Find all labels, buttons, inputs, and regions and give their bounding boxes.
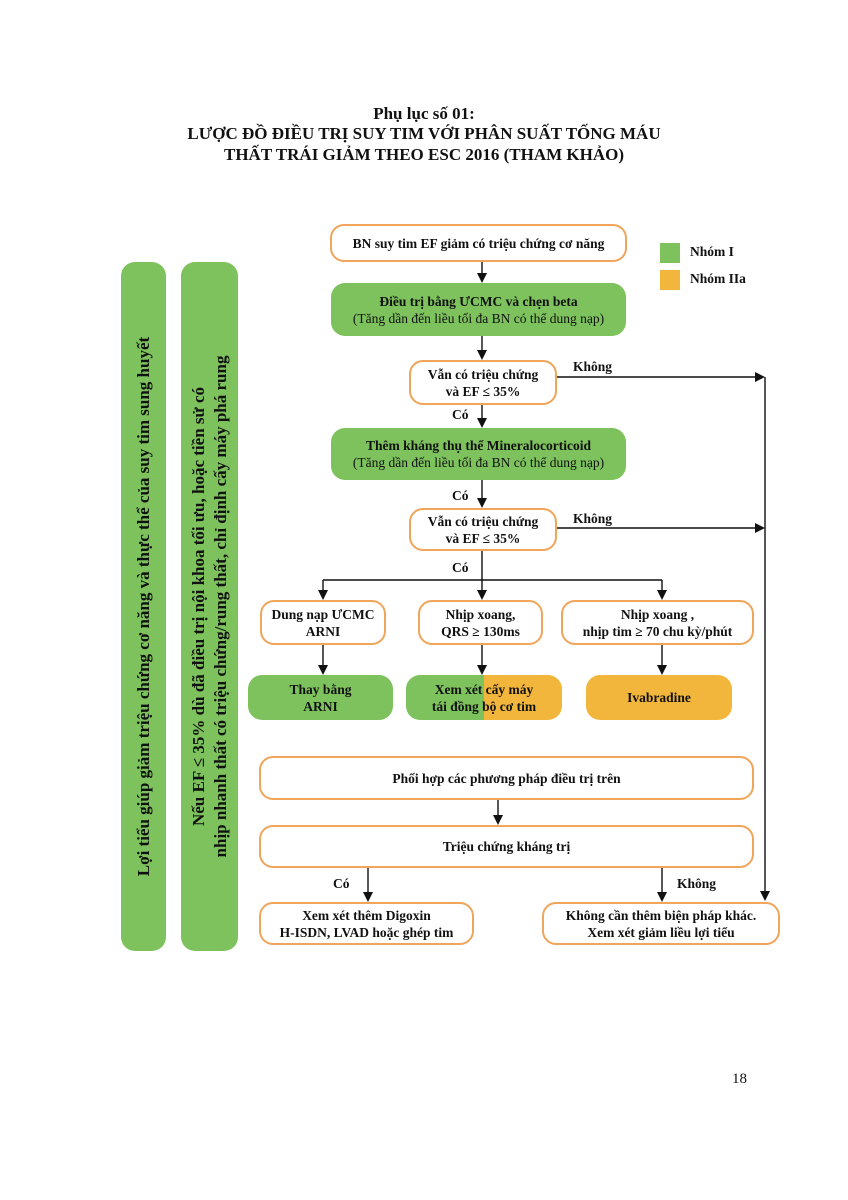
node-refractory: Triệu chứng kháng trị (259, 825, 754, 868)
node-result-crt: Xem xét cấy máy tái đồng bộ cơ tim (406, 675, 562, 720)
node-treat-mra-note: (Tăng dần đến liều tối đa BN có thể dung… (352, 455, 605, 470)
side-text-icd: Nếu EF ≤ 35% dù đã điều trị nội khoa tối… (181, 262, 238, 951)
node-treat-acei-beta: Điều trị bằng ƯCMC và chẹn beta (Tăng dầ… (331, 283, 626, 336)
node-end-no: Không cần thêm biện pháp khác. Xem xét g… (542, 902, 780, 945)
node-branch-acei-tolerance: Dung nạp ƯCMC ARNI (260, 600, 386, 645)
side-bar-icd (181, 262, 238, 951)
label-no-refractory: Không (677, 876, 717, 891)
label-yes-treat2: Có (452, 488, 469, 503)
label-yes-check2: Có (452, 560, 469, 575)
node-branch-qrs: Nhịp xoang, QRS ≥ 130ms (418, 600, 543, 645)
node-combine: Phối hợp các phương pháp điều trị trên (259, 756, 754, 800)
legend-label-group1: Nhóm I (690, 244, 734, 259)
node-treat-acei-beta-note: (Tăng dần đến liều tối đa BN có thể dung… (352, 310, 605, 326)
node-branch-heart-rate: Nhịp xoang , nhịp tim ≥ 70 chu kỳ/phút (561, 600, 754, 645)
node-end-yes: Xem xét thêm Digoxin H-ISDN, LVAD hoặc g… (259, 902, 474, 945)
node-treat-acei-beta-title: Điều trị bằng ƯCMC và chẹn beta (379, 293, 578, 309)
node-treat-mra-title: Thêm kháng thụ thể Mineralocorticoid (366, 438, 591, 453)
label-yes-refractory: Có (333, 876, 350, 891)
page-title-line1: Phụ lục số 01: (373, 104, 475, 123)
side-bar-diuretics (121, 262, 166, 951)
node-check1: Vẫn có triệu chứng và EF ≤ 35% (409, 360, 557, 405)
page-title-line3: THẤT TRÁI GIẢM THEO ESC 2016 (THAM KHẢO) (223, 145, 625, 164)
legend-label-group2: Nhóm IIa (690, 271, 746, 286)
node-result-ivabradine: Ivabradine (586, 675, 732, 720)
legend-swatch-group2 (660, 270, 680, 290)
label-yes-check1: Có (452, 407, 469, 422)
node-start: BN suy tim EF giảm có triệu chứng cơ năn… (330, 224, 627, 262)
side-text-diuretics: Lợi tiểu giúp giảm triệu chứng cơ năng v… (133, 336, 153, 877)
side-text-icd-line1: Nếu EF ≤ 35% dù đã điều trị nội khoa tối… (188, 386, 208, 827)
label-no-check1: Không (573, 359, 613, 374)
label-no-check2: Không (573, 511, 613, 526)
node-result-arni: Thay bằng ARNI (248, 675, 393, 720)
side-text-icd-line2: nhịp nhanh thất có triệu chứng/rung thất… (210, 355, 230, 858)
node-check2: Vẫn có triệu chứng và EF ≤ 35% (409, 508, 557, 551)
legend-swatch-group1 (660, 243, 680, 263)
page-number: 18 (732, 1071, 747, 1087)
page-title-line2: LƯỢC ĐỒ ĐIỀU TRỊ SUY TIM VỚI PHÂN SUẤT T… (187, 124, 661, 143)
node-treat-mra: Thêm kháng thụ thể Mineralocorticoid (Tă… (331, 428, 626, 480)
